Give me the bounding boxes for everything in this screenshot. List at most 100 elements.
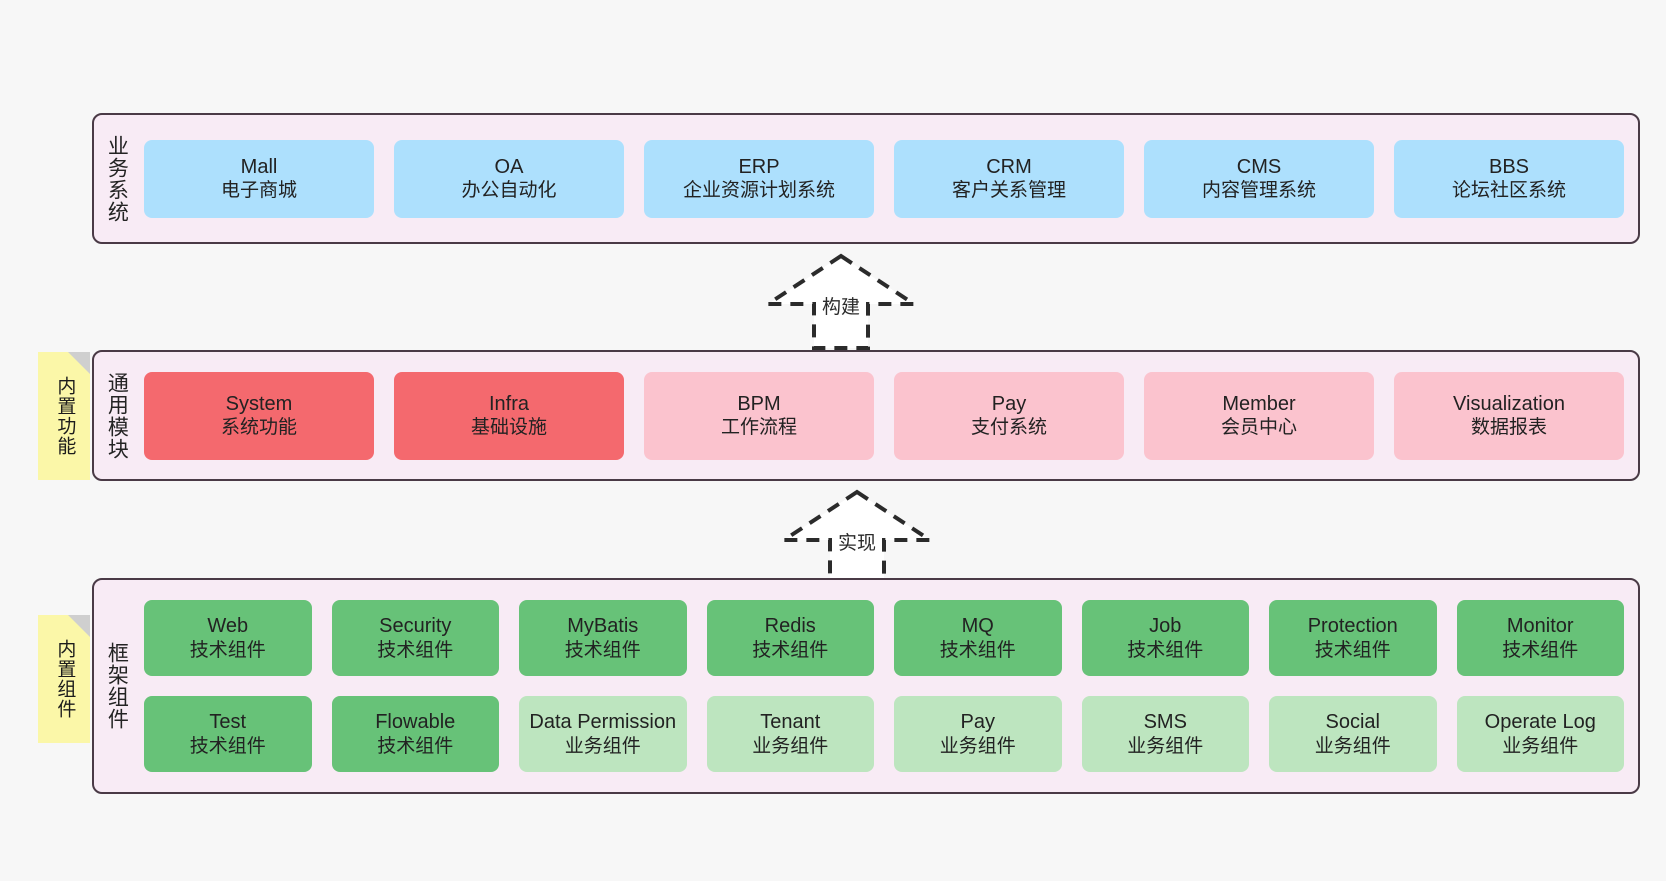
card-system[interactable]: System 系统功能	[144, 371, 374, 460]
layer-body-framework-components: Web 技术组件 Security 技术组件 MyBatis 技术组件 Redi…	[138, 580, 1638, 792]
card-row: Mall 电子商城 OA 办公自动化 ERP 企业资源计划系统 CRM 客户关系…	[144, 139, 1624, 218]
card-subtitle: 业务组件	[1127, 735, 1204, 757]
card-operate-log[interactable]: Operate Log 业务组件	[1456, 696, 1624, 772]
card-subtitle: 基础设施	[470, 417, 547, 439]
card-title: SMS	[1143, 711, 1187, 734]
card-subtitle: 技术组件	[377, 639, 454, 661]
card-title: Pay	[991, 392, 1027, 415]
card-erp[interactable]: ERP 企业资源计划系统	[644, 139, 874, 218]
card-row: System 系统功能 Infra 基础设施 BPM 工作流程 Pay 支付系统…	[144, 371, 1624, 460]
card-visualization[interactable]: Visualization 数据报表	[1394, 371, 1624, 460]
card-title: BPM	[737, 392, 781, 415]
card-title: Test	[209, 711, 247, 734]
card-subtitle: 技术组件	[1127, 639, 1204, 661]
card-row: Test 技术组件 Flowable 技术组件 Data Permission …	[144, 696, 1624, 772]
card-title: Social	[1325, 711, 1380, 734]
card-monitor[interactable]: Monitor 技术组件	[1456, 600, 1624, 676]
card-subtitle: 业务组件	[1314, 735, 1391, 757]
card-subtitle: 技术组件	[564, 639, 641, 661]
card-row: Web 技术组件 Security 技术组件 MyBatis 技术组件 Redi…	[144, 600, 1624, 676]
layer-title-common-modules: 通用模块	[105, 371, 129, 460]
arrow-build: 构建	[756, 252, 926, 350]
card-infra[interactable]: Infra 基础设施	[394, 371, 624, 460]
card-subtitle: 电子商城	[220, 180, 297, 202]
card-mq[interactable]: MQ 技术组件	[894, 600, 1062, 676]
card-title: Pay	[960, 711, 995, 734]
note-label: 内置组件	[54, 639, 76, 719]
card-subtitle: 内容管理系统	[1201, 180, 1316, 202]
card-subtitle: 办公自动化	[461, 180, 557, 202]
arrow-build-label: 构建	[821, 297, 860, 318]
card-subtitle: 技术组件	[1314, 639, 1391, 661]
card-subtitle: 技术组件	[939, 639, 1016, 661]
card-title: CMS	[1236, 155, 1282, 178]
card-subtitle: 技术组件	[752, 639, 829, 661]
card-title: Job	[1149, 615, 1182, 638]
card-subtitle: 业务组件	[1502, 735, 1579, 757]
card-title: Monitor	[1506, 615, 1574, 638]
card-security[interactable]: Security 技术组件	[331, 600, 499, 676]
card-subtitle: 工作流程	[720, 417, 797, 439]
card-title: Visualization	[1453, 392, 1565, 415]
card-subtitle: 客户关系管理	[951, 180, 1066, 202]
card-title: MQ	[961, 615, 994, 638]
card-subtitle: 技术组件	[189, 735, 266, 757]
layer-title-business-systems: 业务系统	[105, 134, 129, 223]
card-title: Redis	[764, 615, 816, 638]
layer-framework-components: 框架组件 Web 技术组件 Security 技术组件 MyBatis 技术组件…	[92, 578, 1640, 794]
card-data-permission[interactable]: Data Permission 业务组件	[519, 696, 687, 772]
card-bpm[interactable]: BPM 工作流程	[644, 371, 874, 460]
card-subtitle: 业务组件	[752, 735, 829, 757]
card-title: CRM	[986, 155, 1032, 178]
card-title: Mall	[240, 155, 278, 178]
card-subtitle: 业务组件	[939, 735, 1016, 757]
note-built-in-functions: 内置功能	[38, 352, 90, 480]
card-title: Flowable	[375, 711, 456, 734]
card-title: Security	[379, 615, 452, 638]
card-subtitle: 支付系统	[970, 417, 1047, 439]
card-title: Infra	[488, 392, 530, 415]
card-pay-business[interactable]: Pay 业务组件	[894, 696, 1062, 772]
card-cms[interactable]: CMS 内容管理系统	[1144, 139, 1374, 218]
card-subtitle: 系统功能	[220, 417, 297, 439]
layer-body-business-systems: Mall 电子商城 OA 办公自动化 ERP 企业资源计划系统 CRM 客户关系…	[138, 115, 1638, 242]
card-subtitle: 技术组件	[1502, 639, 1579, 661]
arrow-build-icon	[761, 253, 921, 350]
card-sms[interactable]: SMS 业务组件	[1081, 696, 1249, 772]
card-social[interactable]: Social 业务组件	[1269, 696, 1437, 772]
layer-title-framework-components: 框架组件	[105, 642, 129, 730]
card-subtitle: 业务组件	[564, 735, 641, 757]
card-flowable[interactable]: Flowable 技术组件	[331, 696, 499, 772]
card-protection[interactable]: Protection 技术组件	[1269, 600, 1437, 676]
card-web[interactable]: Web 技术组件	[144, 600, 312, 676]
card-redis[interactable]: Redis 技术组件	[706, 600, 874, 676]
card-tenant[interactable]: Tenant 业务组件	[706, 696, 874, 772]
card-title: MyBatis	[567, 615, 639, 638]
card-subtitle: 技术组件	[377, 735, 454, 757]
card-title: Data Permission	[529, 711, 677, 734]
card-pay[interactable]: Pay 支付系统	[894, 371, 1124, 460]
card-oa[interactable]: OA 办公自动化	[394, 139, 624, 218]
card-mall[interactable]: Mall 电子商城	[144, 139, 374, 218]
card-member[interactable]: Member 会员中心	[1144, 371, 1374, 460]
card-subtitle: 论坛社区系统	[1451, 180, 1566, 202]
layer-business-systems: 业务系统 Mall 电子商城 OA 办公自动化 ERP 企业资源计划系统 CRM…	[92, 113, 1640, 244]
card-mybatis[interactable]: MyBatis 技术组件	[519, 600, 687, 676]
layer-common-modules: 通用模块 System 系统功能 Infra 基础设施 BPM 工作流程 Pay…	[92, 350, 1640, 481]
card-title: OA	[494, 155, 524, 178]
card-title: Tenant	[760, 711, 821, 734]
card-subtitle: 数据报表	[1470, 417, 1547, 439]
card-test[interactable]: Test 技术组件	[144, 696, 312, 772]
layer-body-common-modules: System 系统功能 Infra 基础设施 BPM 工作流程 Pay 支付系统…	[138, 352, 1638, 479]
card-crm[interactable]: CRM 客户关系管理	[894, 139, 1124, 218]
card-subtitle: 会员中心	[1220, 417, 1297, 439]
card-title: Protection	[1307, 615, 1398, 638]
card-subtitle: 技术组件	[189, 639, 266, 661]
card-title: System	[225, 392, 293, 415]
card-title: Operate Log	[1484, 711, 1596, 734]
note-built-in-components: 内置组件	[38, 615, 90, 743]
card-job[interactable]: Job 技术组件	[1081, 600, 1249, 676]
card-bbs[interactable]: BBS 论坛社区系统	[1394, 139, 1624, 218]
card-title: ERP	[738, 155, 780, 178]
